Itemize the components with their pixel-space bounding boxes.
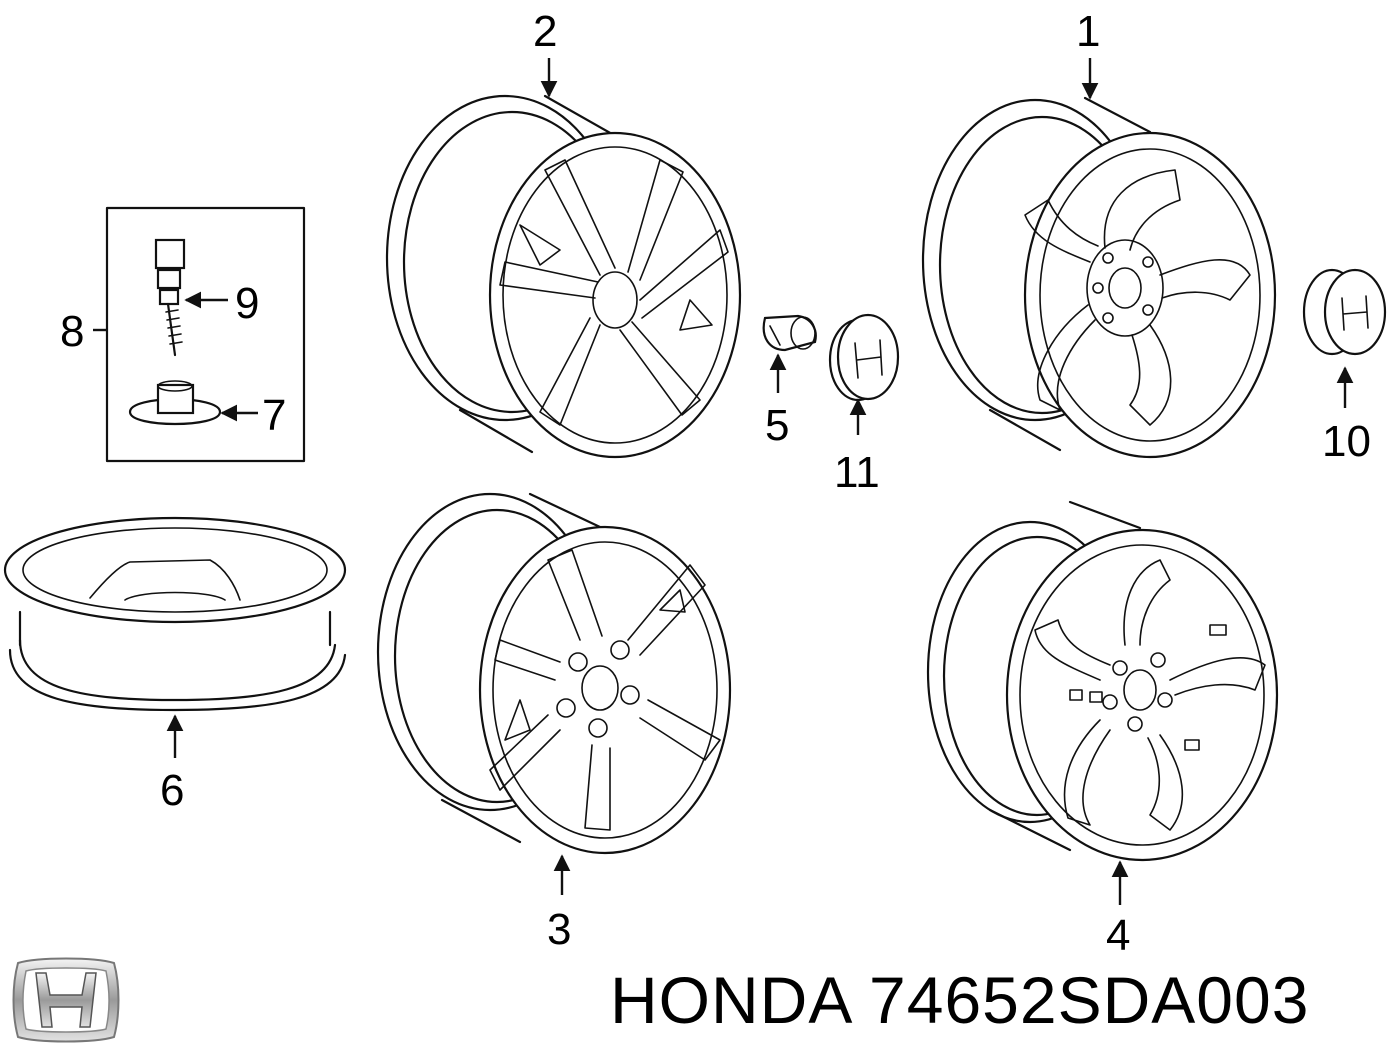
callout-6: 6 [160, 766, 184, 815]
wheel-2 [385, 94, 742, 459]
honda-h-logo-icon [12, 957, 120, 1043]
center-cap-10 [1302, 268, 1387, 356]
callout-2: 2 [533, 7, 557, 56]
center-cap-11 [828, 313, 900, 402]
callout-11: 11 [834, 448, 880, 497]
callout-3: 3 [547, 905, 571, 954]
leader-lines [93, 58, 1354, 905]
spare-wheel-6 [3, 516, 347, 712]
callout-10: 10 [1322, 417, 1371, 466]
callout-5: 5 [765, 401, 789, 450]
callout-8: 8 [60, 307, 84, 356]
callout-9: 9 [235, 279, 259, 328]
wheel-1 [921, 96, 1277, 459]
callout-1: 1 [1076, 7, 1100, 56]
callout-7: 7 [262, 391, 286, 440]
wheel-4 [926, 500, 1279, 862]
lug-nut-5 [762, 314, 817, 352]
callout-4: 4 [1106, 911, 1130, 960]
part-number-title: HONDA 74652SDA003 [610, 963, 1310, 1037]
wheel-3 [376, 492, 732, 855]
lock-kit-8 [105, 206, 306, 463]
